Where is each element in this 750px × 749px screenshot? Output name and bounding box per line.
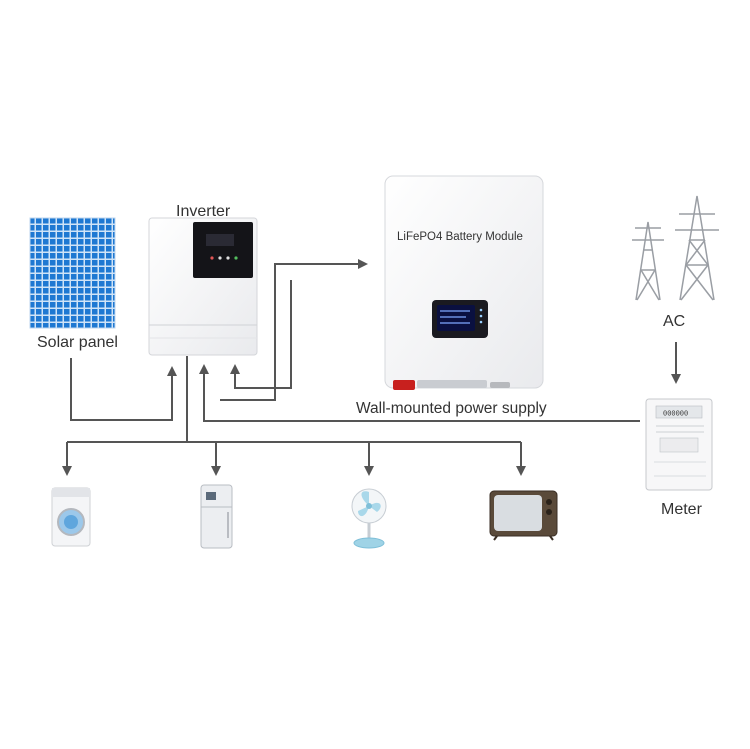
meter-to-inverter-line	[199, 364, 640, 422]
battery-to-inverter-line	[230, 280, 292, 389]
battery-module-icon	[384, 175, 544, 390]
refrigerator-icon	[200, 484, 233, 549]
inverter-to-battery-line	[220, 259, 368, 401]
washing-machine-icon	[51, 487, 91, 547]
power-tower-icon	[632, 195, 719, 301]
television-icon	[489, 490, 558, 541]
electric-meter-icon	[645, 398, 713, 491]
connection-lines	[62, 259, 681, 476]
ac-label: AC	[663, 313, 685, 330]
inverter-label: Inverter	[176, 203, 231, 220]
solar-to-inverter-line	[70, 358, 177, 421]
electric-fan-icon	[351, 488, 387, 549]
solar-panel-icon	[29, 217, 116, 329]
battery-module-label: LiFePO4 Battery Module	[397, 231, 523, 243]
wall-mounted-label: Wall-mounted power supply	[356, 400, 547, 417]
meter-display-readout: 000000	[663, 411, 688, 419]
meter-label: Meter	[661, 501, 703, 518]
solar-panel-label: Solar panel	[37, 334, 118, 351]
inverter-icon	[148, 217, 258, 356]
